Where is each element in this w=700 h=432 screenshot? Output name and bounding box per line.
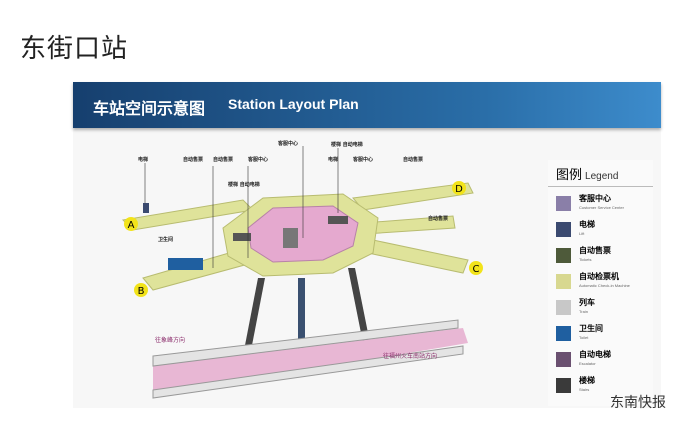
svg-text:A: A [128, 220, 135, 231]
callout-tickets: 自动售票 [183, 156, 203, 163]
exit-a-marker: A [124, 217, 138, 231]
legend-swatch [556, 377, 571, 393]
pillar [241, 278, 265, 366]
banner-title-cn: 车站空间示意图 [93, 99, 206, 118]
page-title: 东街口站 [20, 34, 129, 64]
callout-stairs-escalator: 楼梯 自动电梯 [228, 181, 260, 188]
callout-toilet: 卫生间 [158, 236, 173, 243]
callout-tickets-3: 自动售票 [403, 156, 423, 163]
legend-swatch [556, 273, 571, 289]
callout-customer-service-2: 客服中心 [277, 140, 298, 147]
escalator [328, 216, 348, 224]
train-lower [152, 345, 464, 399]
station-layout-panel: 车站空间示意图 Station Layout Plan A B C D [73, 82, 661, 408]
legend-swatch [556, 221, 571, 237]
exit-d-marker: D [452, 181, 466, 195]
lift [143, 203, 149, 213]
watermark: 东南快报 [610, 395, 666, 411]
legend-swatch [556, 351, 571, 367]
svg-text:D: D [455, 184, 463, 195]
legend-swatch [556, 299, 571, 315]
banner: 车站空间示意图 Station Layout Plan [73, 82, 661, 128]
svg-text:B: B [138, 286, 145, 297]
station-diagram: A B C D 电梯 自动售票 自动售票 客服中心 客服中心 楼梯 自动电梯 电… [121, 140, 483, 399]
callout-customer-service: 客服中心 [247, 156, 268, 163]
callout-stairs-escalator-2: 楼梯 自动电梯 [331, 141, 363, 148]
concourse-arm-c [367, 239, 469, 274]
direction-left: 往象峰方向 [155, 336, 185, 344]
exit-b-marker: B [134, 283, 148, 297]
toilet-block [168, 258, 203, 270]
customer-service-booth [283, 228, 298, 248]
callout-tickets-4: 自动售票 [428, 215, 448, 222]
svg-text:C: C [473, 264, 480, 275]
banner-title-en: Station Layout Plan [228, 96, 359, 112]
callout-customer-service-3: 客服中心 [352, 156, 373, 163]
legend-swatch [556, 325, 571, 341]
legend-swatch [556, 247, 571, 263]
callout-tickets-2: 自动售票 [213, 156, 233, 163]
legend-swatch [556, 195, 571, 211]
escalator [233, 233, 251, 241]
exit-c-marker: C [469, 261, 483, 275]
direction-right: 往福州火车南站方向 [383, 352, 437, 360]
train-upper [152, 319, 459, 367]
callout-lift: 电梯 [138, 156, 148, 163]
callout-lift-2: 电梯 [328, 156, 338, 163]
